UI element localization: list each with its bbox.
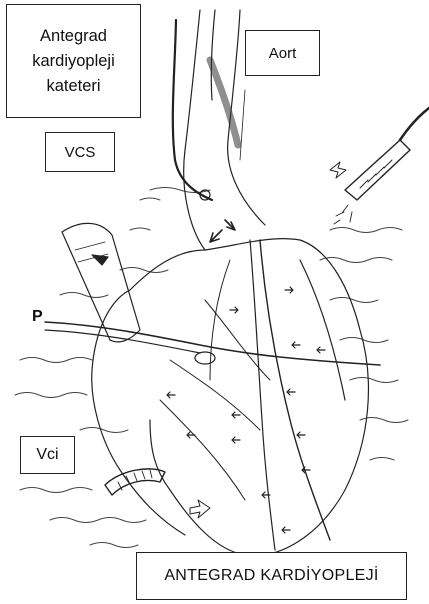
p-line [45,322,380,365]
catheter-line [173,20,212,200]
vci-label: Vci [36,446,58,464]
vci-cannula [105,469,210,518]
cannula-right [330,108,429,224]
catheter-label-box: Antegrad kardiyopleji kateteri [6,4,141,118]
catheter-label-line3: kateteri [46,74,100,99]
vcs-label: VCS [65,144,96,161]
figure-title: ANTEGRAD KARDİYOPLEJİ [164,567,378,585]
aort-label-box: Aort [245,30,320,76]
catheter-label-line1: Antegrad [40,24,107,49]
vcs-label-box: VCS [45,132,115,172]
vci-label-box: Vci [20,436,75,474]
catheter-label-line2: kardiyopleji [32,49,115,74]
figure-title-box: ANTEGRAD KARDİYOPLEJİ [136,552,407,600]
p-label: P [32,308,43,326]
aort-label: Aort [269,45,297,62]
aorta-outline [184,10,205,250]
heart-outline [130,239,368,556]
